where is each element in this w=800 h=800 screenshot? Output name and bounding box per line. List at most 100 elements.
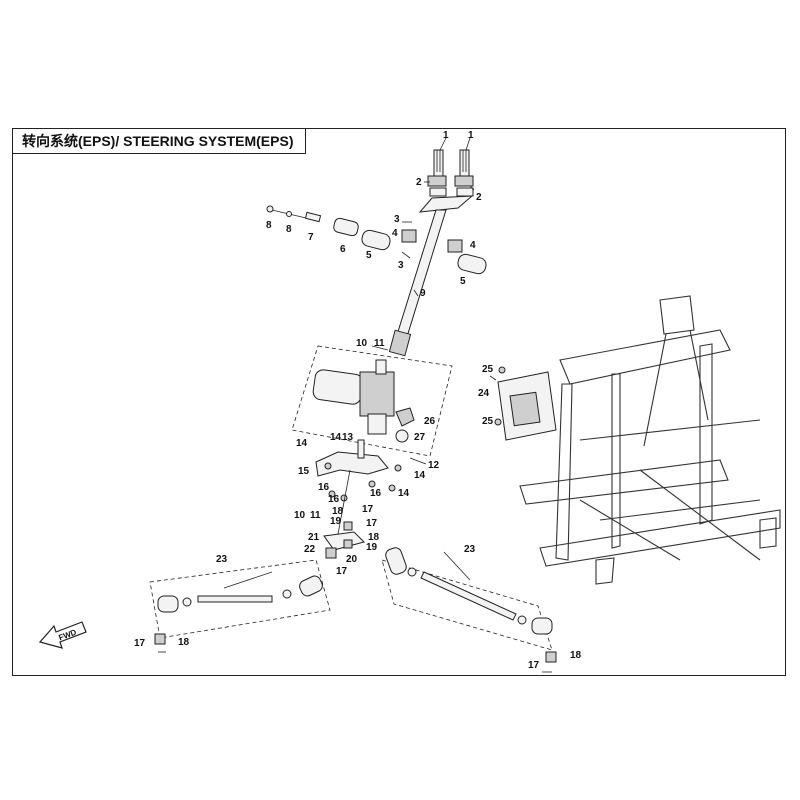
clip-4a [401, 229, 417, 243]
callout-10b: 10 [294, 510, 306, 521]
callout-10a: 10 [356, 338, 368, 349]
tie-rod-right-end [531, 617, 553, 635]
washer-left [429, 187, 447, 197]
callout-14d: 14 [398, 488, 410, 499]
shaft-13 [357, 439, 365, 459]
diagram-title: 转向系统(EPS)/ STEERING SYSTEM(EPS) [12, 128, 306, 154]
nut-22 [325, 547, 337, 559]
callout-24: 24 [478, 388, 490, 399]
callout-labels: 1 1 2 2 3 3 4 4 5 5 6 7 8 8 9 10 10 11 1… [134, 130, 582, 671]
bolt-14c [394, 464, 402, 472]
column-bracket [418, 195, 474, 213]
callout-16c: 16 [370, 488, 382, 499]
bushing-6 [333, 217, 359, 237]
sleeve-7 [304, 211, 322, 223]
callout-17c: 17 [336, 566, 348, 577]
callout-6: 6 [340, 244, 346, 255]
bolt-8a [266, 205, 274, 213]
callout-19b: 19 [366, 542, 378, 553]
tie-rod-left-jamnut [182, 597, 192, 607]
callout-11a: 11 [374, 338, 385, 349]
tie-rod-right-box [381, 559, 553, 651]
callout-18d: 18 [570, 650, 582, 661]
callout-26: 26 [424, 416, 436, 427]
steering-column-upper [388, 149, 474, 357]
bracket-12 [315, 451, 389, 477]
washer-8b [286, 211, 292, 217]
callout-2a: 2 [416, 177, 422, 188]
bolt-left [433, 149, 444, 177]
callout-20: 20 [346, 554, 358, 565]
tie-rod-left-end [157, 595, 179, 613]
diagram-sheet [12, 128, 786, 676]
bushing-5b [457, 253, 487, 275]
tie-rod-left-tube [197, 595, 273, 603]
tie-rod-left-inner-end [299, 575, 323, 597]
bolt-15 [324, 462, 332, 470]
callout-17d: 17 [134, 638, 146, 649]
column-mount-hardware [266, 205, 487, 275]
bolt-25a [498, 366, 506, 374]
callout-15: 15 [298, 466, 310, 477]
clip-4b [447, 239, 463, 253]
callout-13: 13 [342, 432, 354, 443]
callout-4b: 4 [470, 240, 476, 251]
callout-17b: 17 [366, 518, 378, 529]
nut-left [427, 175, 447, 187]
callout-27: 27 [414, 432, 426, 443]
callout-25a: 25 [482, 364, 494, 375]
callout-21: 21 [308, 532, 320, 543]
bolt-right [459, 149, 470, 177]
tie-rod-left-jamnut2 [282, 589, 292, 599]
coupler-26 [395, 407, 415, 427]
callout-11b: 11 [310, 510, 321, 521]
callout-23a: 23 [216, 554, 228, 565]
leader-lines [223, 137, 497, 589]
callout-5b: 5 [460, 276, 466, 287]
callout-2b: 2 [476, 192, 482, 203]
bolt-25b [494, 418, 502, 426]
callout-17a: 17 [362, 504, 374, 515]
tie-rod-right-jamnut [407, 567, 417, 577]
callout-22: 22 [304, 544, 316, 555]
callout-12: 12 [428, 460, 440, 471]
callout-9: 9 [420, 288, 426, 299]
nut-18a [154, 633, 166, 645]
callout-18b: 18 [368, 532, 380, 543]
tie-rod-right-jamnut2 [517, 615, 527, 625]
nut-19a [343, 521, 353, 531]
tie-rod-right-inner-end [385, 547, 407, 575]
bolt-16a [328, 490, 336, 498]
nut-18b [545, 651, 557, 663]
callout-14b: 14 [296, 438, 308, 449]
callout-25b: 25 [482, 416, 494, 427]
callout-4a: 4 [392, 228, 398, 239]
washer-right [456, 187, 474, 197]
callout-14c: 14 [414, 470, 426, 481]
callout-16b: 16 [328, 494, 340, 505]
tie-rod-right-tube [420, 571, 517, 621]
tie-rod-right [385, 547, 557, 673]
tie-rod-left-box [149, 559, 331, 639]
nut-19b [343, 539, 353, 549]
callout-8a: 8 [266, 220, 272, 231]
bolt-16c [368, 480, 376, 488]
lower-bracket [315, 439, 402, 559]
fwd-arrow-icon [38, 621, 87, 649]
eps-motor-unit [312, 359, 415, 443]
callout-7: 7 [308, 232, 314, 243]
eps-motor [312, 369, 364, 405]
universal-joint [388, 329, 412, 357]
callout-17e: 17 [528, 660, 540, 671]
bushing-5a [361, 229, 391, 251]
callout-1a: 1 [443, 130, 449, 141]
callout-3a: 3 [394, 214, 400, 225]
callout-16a: 16 [318, 482, 330, 493]
tie-rod-left [154, 575, 323, 653]
nut-right [454, 175, 474, 187]
callout-14a: 14 [330, 432, 342, 443]
callout-18c: 18 [178, 637, 190, 648]
bolt-14d [388, 484, 396, 492]
eps-output-housing [367, 413, 387, 435]
ring-27 [395, 429, 409, 443]
